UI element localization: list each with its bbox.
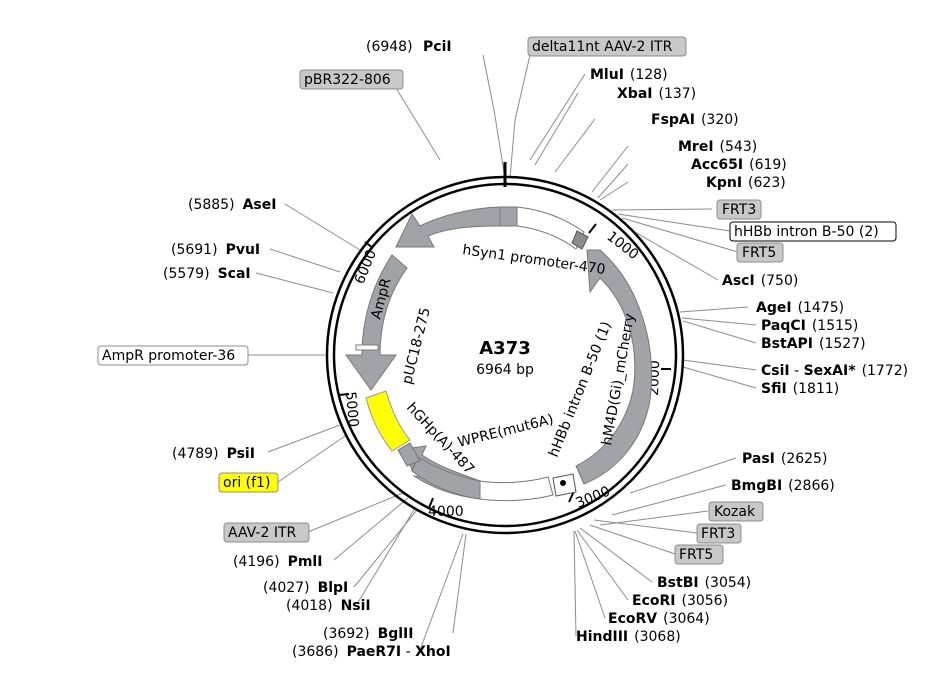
site-csii-sexai: CsiI - SexAI*(1772) [761,363,908,379]
site-bstbi: BstBI(3054) [657,575,751,591]
restriction-sites: (6948) PciI MluI(128) XbaI(137) FspAI(32… [163,39,908,660]
box-ori-f1: ori (f1) [223,475,270,491]
box-ampr-promoter: AmpR promoter-36 [102,348,235,364]
feature-pbr322-arrow [395,206,501,248]
tick-label-4000: 4000 [428,504,464,520]
site-nsii: (4018)NsiI [286,598,371,614]
box-pbr322: pBR322-806 [304,72,391,88]
feature-mcherry-arrow [575,249,653,485]
box-frt5-bottom: FRT5 [679,547,713,563]
site-kpni: KpnI(623) [706,175,786,191]
plasmid-length: 6964 bp [476,362,534,378]
feature-ori-f1 [365,390,411,452]
site-asci: AscI(750) [722,273,798,289]
box-frt3-top: FRT3 [722,202,756,218]
label-ampr: AmpR [368,276,394,321]
features [345,206,653,502]
tick-label-3000: 3000 [574,484,613,512]
feature-label-boxes: delta11nt AAV-2 ITR pBR322-806 FRT3 hHBb… [97,36,897,565]
tick-label-6000: 6000 [352,247,380,286]
site-pasi: PasI(2625) [742,451,827,467]
box-delta11nt: delta11nt AAV-2 ITR [532,39,673,55]
site-paer7i-xhoi: (3686)PaeR7I - XhoI [292,644,451,660]
box-kozak: Kozak [714,504,756,520]
site-ecori: EcoRI(3056) [632,593,728,609]
site-fspai: FspAI(320) [651,112,739,128]
site-acc65i: Acc65I(619) [691,157,787,173]
plasmid-center: A373 6964 bp [476,338,534,378]
site-xbai: XbaI(137) [617,86,696,102]
feature-ampr-promoter [355,344,379,351]
label-hsyn1: hSyn1 promoter-470 [461,242,606,278]
box-frt5-top: FRT5 [742,245,776,261]
feature-ampr-arrow [345,254,408,391]
site-hindiii: HindIII(3068) [576,629,681,645]
label-wpre: WPRE(mut6A) [456,412,555,451]
feature-delta11nt-itr [499,206,518,227]
site-mrei: MreI(543) [678,139,757,155]
site-psii: (4789)PsiI [172,446,255,462]
box-intron2: hHBb intron B-50 (2) [734,224,879,240]
box-aav2-itr: AAV-2 ITR [228,525,296,541]
site-asei: (5885)AseI [188,197,276,213]
site-bmgbi: BmgBI(2866) [731,478,835,494]
site-pmli: (4196)PmlI [233,554,322,570]
site-blpi: (4027)BlpI [263,580,348,596]
site-sfii: SfiI(1811) [761,381,839,397]
site-pvui: (5691)PvuI [171,242,260,258]
tick-label-5000: 5000 [342,391,361,428]
site-bstapi: BstAPI(1527) [761,336,866,352]
feature-hsyn1-promoter [516,206,585,250]
site-scai: (5579)ScaI [163,266,251,282]
site-pcii: (6948) PciI [366,39,452,55]
feature-aav2-itr [397,442,421,467]
site-mlui: MluI(128) [590,67,668,83]
site-agei: AgeI(1475) [756,300,844,316]
site-bglii: (3692)BglII [323,626,413,642]
site-ecorv: EcoRV(3064) [608,611,710,627]
leader-lines [246,54,757,651]
box-frt3-bottom: FRT3 [701,526,735,542]
backbone [325,162,685,535]
feature-wpre-box [479,476,554,502]
label-puc: pUC18-275 [399,306,434,386]
site-paqci: PaqCI(1515) [761,318,858,334]
plasmid-name: A373 [479,338,531,359]
feature-frt-top [571,230,589,250]
